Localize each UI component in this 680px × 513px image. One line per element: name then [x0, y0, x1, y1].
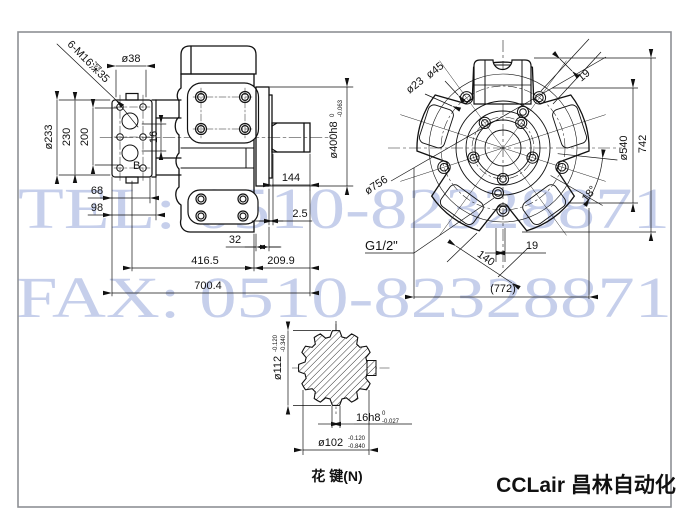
svg-text:-0.340: -0.340 — [281, 334, 287, 352]
drawing-frame — [17, 31, 672, 508]
valve-block-centerlines — [192, 87, 254, 139]
spline-profile — [297, 329, 375, 407]
front-dimension-lines — [365, 38, 656, 300]
svg-text:0: 0 — [330, 113, 336, 117]
mounting-plate — [111, 92, 182, 184]
motor-body — [174, 73, 255, 233]
top-cap — [180, 45, 257, 75]
spline-view: ø112 -0.120 -0.340 16h8 0 -0.027 ø102 -0… — [272, 321, 412, 484]
valve-block-bottom — [187, 189, 259, 225]
svg-text:-0.027: -0.027 — [382, 419, 400, 425]
dim-d19-bottom: 19 — [526, 240, 538, 252]
dim-key: 16h8 0 -0.027 — [356, 411, 400, 425]
dim-d16: 16 — [148, 131, 160, 143]
dim-d7004: 700.4 — [194, 280, 222, 292]
side-dimension-lines — [54, 43, 354, 297]
svg-text:ø112: ø112 — [272, 356, 284, 380]
dim-shaft-dia: ø400h8 0 -0.063 — [328, 99, 344, 158]
dim-d772: (772) — [490, 283, 516, 295]
svg-text:-0.120: -0.120 — [273, 334, 279, 352]
top-port-block — [473, 59, 532, 105]
dim-d25: 2.5 — [292, 208, 307, 220]
watermark-line2: FAX: 0510-82328871 — [16, 265, 672, 330]
dim-d38: ø38 — [122, 53, 141, 65]
brand-text: CCLair 昌林自动化 — [496, 473, 676, 497]
dim-port-g12: G1/2" — [365, 238, 398, 253]
bolt-holes — [437, 91, 569, 217]
dim-d540: ø540 — [618, 135, 630, 160]
dim-d98: 98 — [91, 202, 103, 214]
svg-text:-0.063: -0.063 — [338, 99, 344, 117]
dim-d200: 200 — [79, 128, 91, 146]
dim-d144: 144 — [282, 172, 300, 184]
dim-d230: 230 — [61, 128, 73, 146]
port-b-label: B — [133, 160, 140, 172]
dim-d102: ø102 -0.120 -0.840 — [318, 436, 366, 450]
dim-d32: 32 — [229, 234, 241, 246]
spline-dimension-lines — [285, 321, 412, 455]
body-mid-lines — [180, 147, 255, 169]
valve-block-top — [186, 82, 260, 144]
spline-caption: 花 键(N) — [311, 468, 362, 484]
svg-text:-0.120: -0.120 — [348, 436, 366, 442]
svg-text:-0.840: -0.840 — [348, 444, 366, 450]
dim-d68: 68 — [91, 185, 103, 197]
dim-d233: ø233 — [43, 124, 55, 149]
svg-text:0: 0 — [382, 411, 386, 417]
spline-dimension-texts: ø112 -0.120 -0.340 16h8 0 -0.027 ø102 -0… — [272, 334, 400, 484]
dim-d742: 742 — [637, 135, 649, 153]
spline-key — [366, 360, 377, 376]
output-shaft — [271, 122, 311, 153]
dim-d4165: 416.5 — [191, 255, 219, 267]
svg-text:ø400h8: ø400h8 — [328, 121, 340, 158]
cylinder-axes — [400, 60, 606, 236]
dim-d112: ø112 -0.120 -0.340 — [272, 334, 287, 380]
dim-d2099: 209.9 — [267, 255, 295, 267]
svg-text:16h8: 16h8 — [356, 412, 380, 424]
svg-text:ø102: ø102 — [318, 437, 343, 449]
